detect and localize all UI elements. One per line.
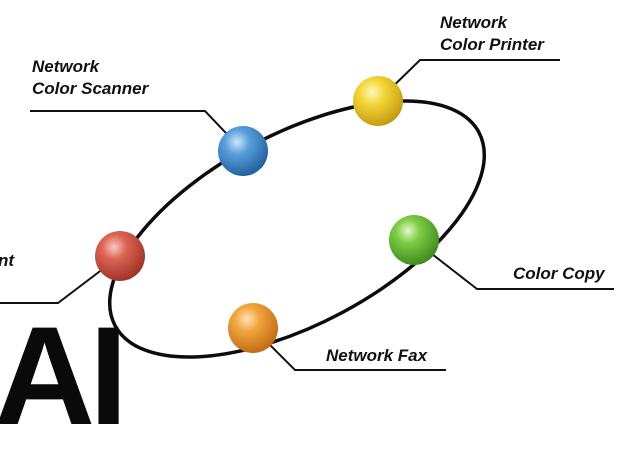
sphere-scanner: [218, 126, 268, 176]
label-printer-line1: Network: [440, 13, 508, 32]
label-scanner-line1: Network: [32, 57, 100, 76]
label-left-line1: nt: [0, 251, 15, 270]
sphere-fax: [228, 303, 278, 353]
leader-line-left: [0, 255, 121, 304]
leader-line-copy: [413, 239, 614, 290]
label-fax-line2: Network Fax: [326, 346, 428, 365]
label-network-color-scanner: Network Color Scanner: [32, 56, 148, 100]
big-letters: AI: [0, 297, 128, 454]
device-ring-diagram: [0, 59, 614, 371]
sphere-left: [95, 231, 145, 281]
label-network-fax: Network Fax: [326, 345, 427, 367]
label-scanner-line2: Color Scanner: [32, 79, 149, 98]
sphere-printer: [353, 76, 403, 126]
label-color-copy: Color Copy: [513, 263, 605, 285]
leader-line-printer: [377, 59, 560, 102]
label-copy-line2: Color Copy: [513, 264, 605, 283]
label-printer-line2: Color Printer: [440, 35, 544, 54]
sphere-copy: [389, 215, 439, 265]
label-network-color-printer: Network Color Printer: [440, 12, 544, 56]
label-left-partial: nt: [0, 250, 14, 272]
leader-line-scanner: [30, 110, 244, 152]
